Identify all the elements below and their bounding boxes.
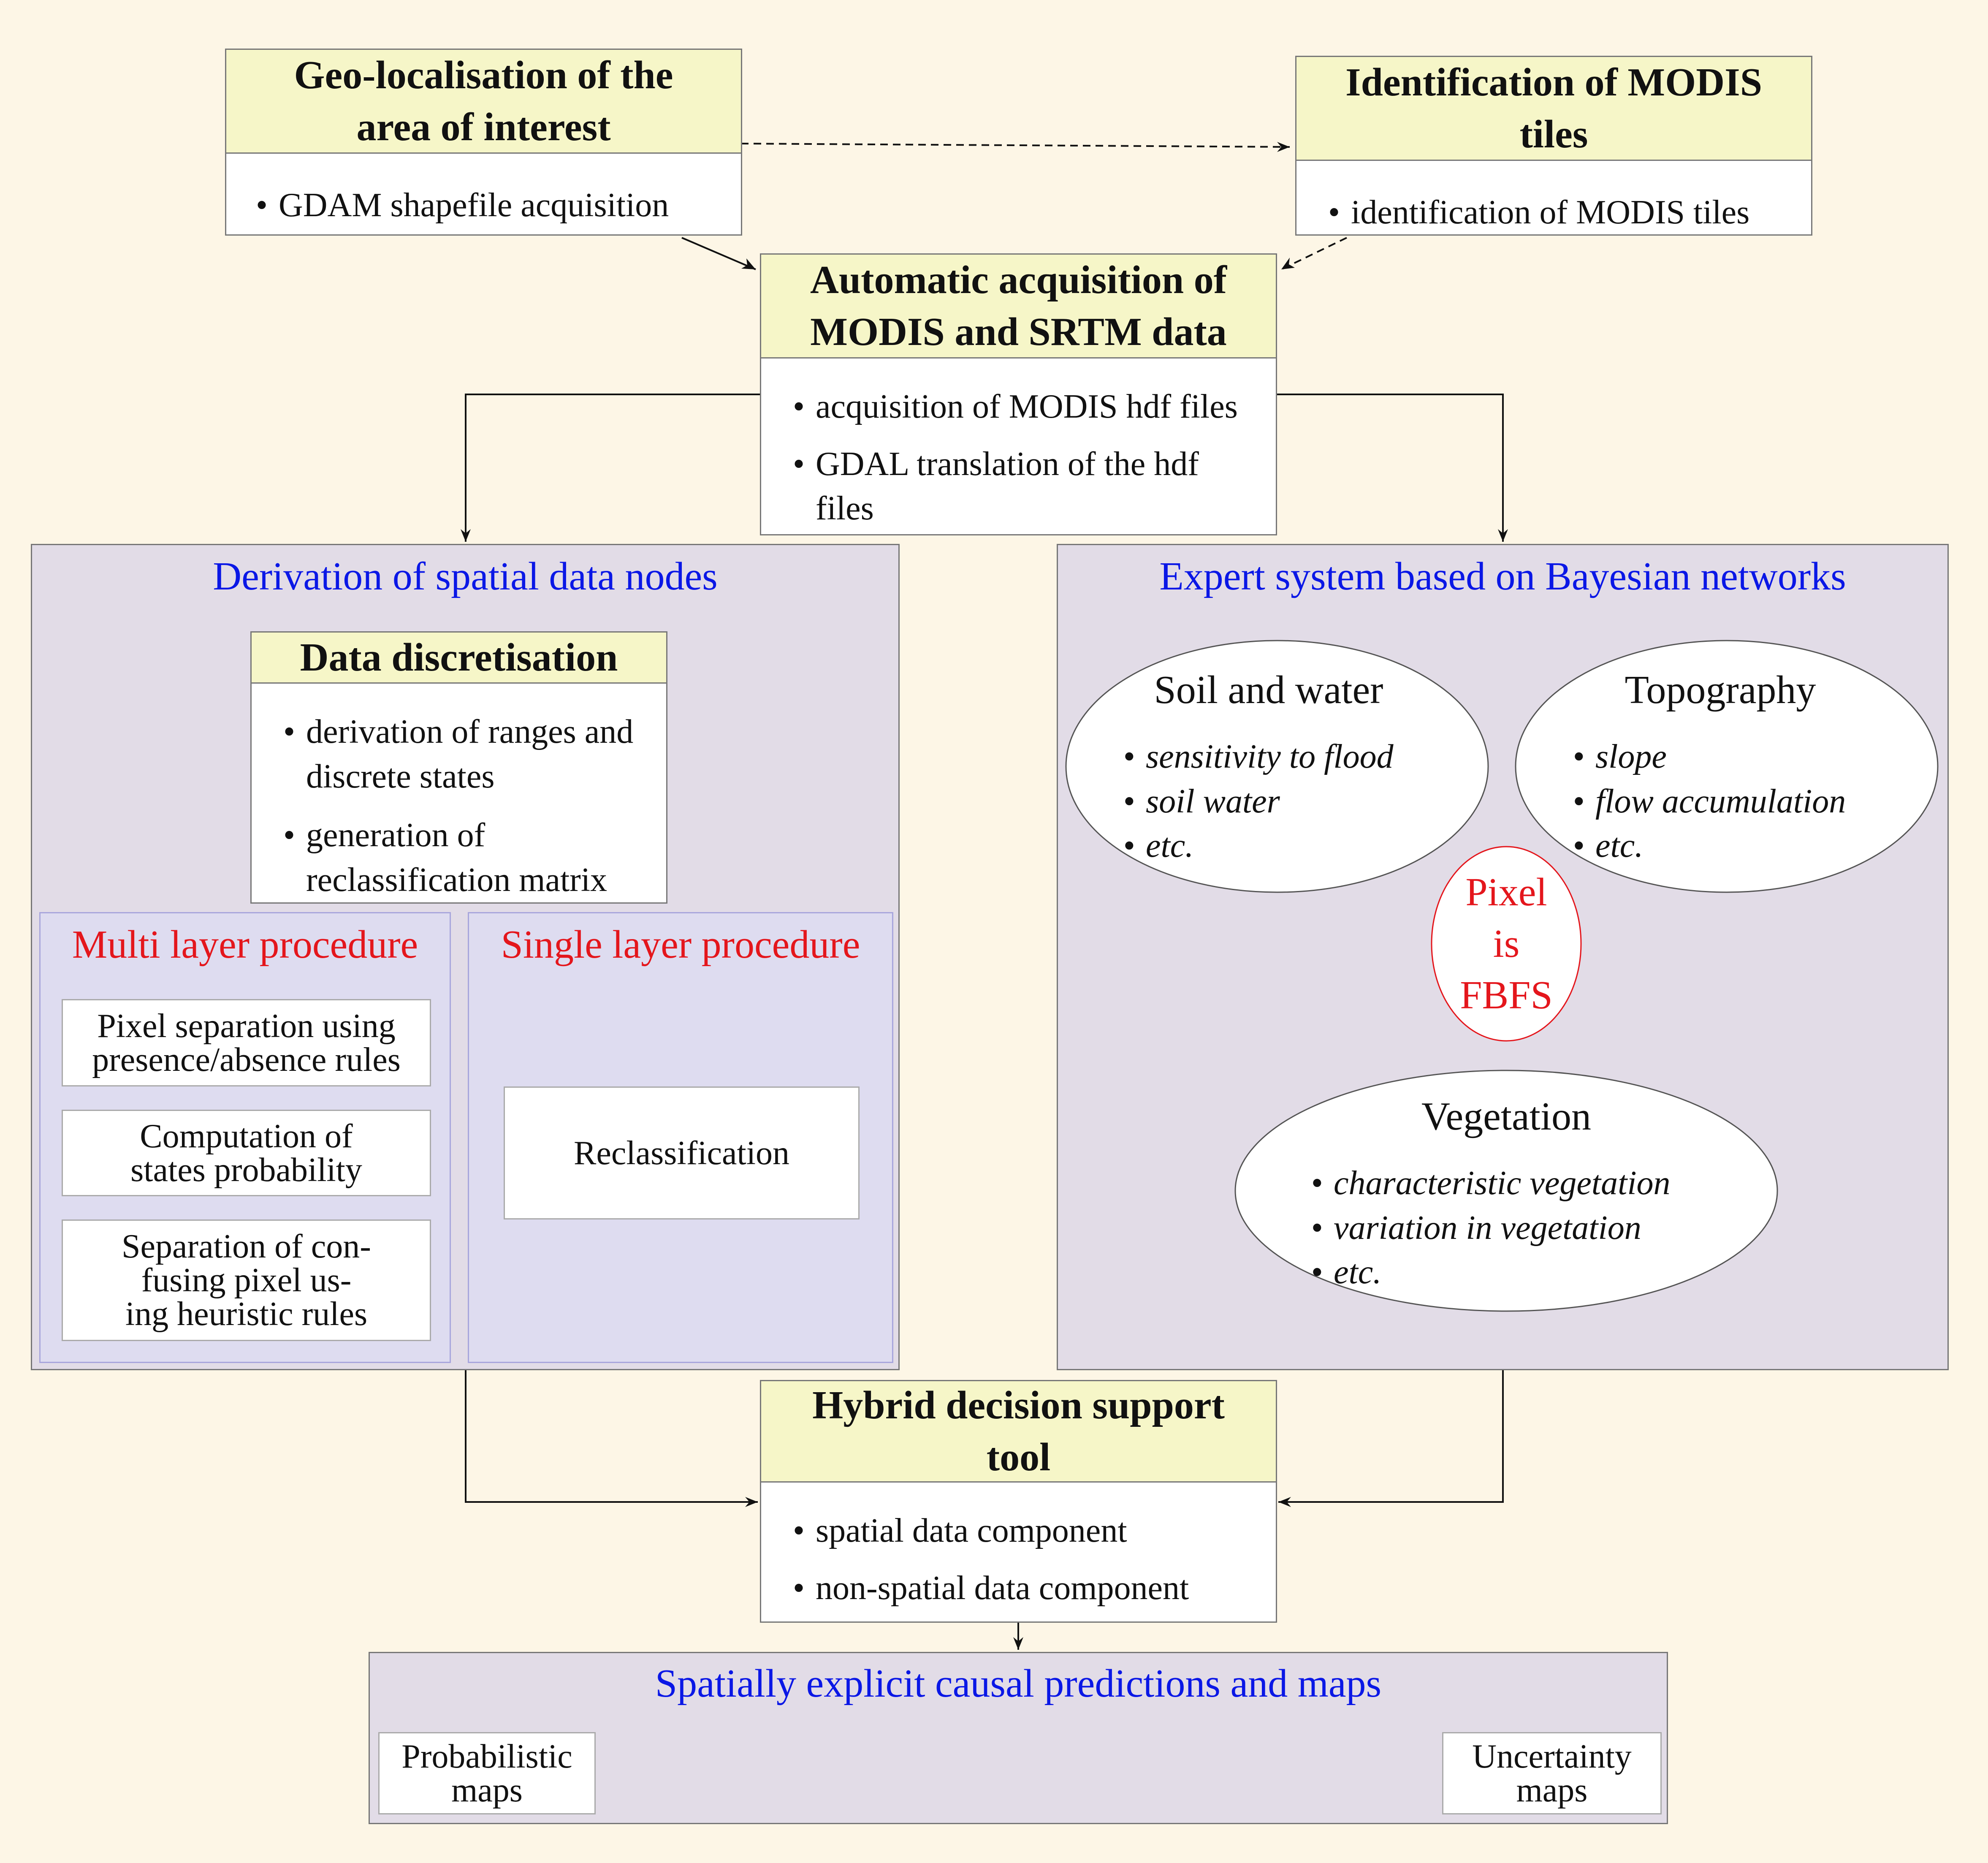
veg-item: characteristic vegetation (1311, 1161, 1733, 1206)
arrow-acquisition-to-expert (1276, 394, 1504, 542)
discretisation-item: derivation of ranges and discrete states (283, 710, 666, 799)
arrowhead (745, 1497, 758, 1507)
soil-item: etc. (1123, 824, 1418, 869)
arrowhead (461, 529, 471, 542)
multi-layer-title: Multi layer procedure (72, 923, 418, 967)
pixel-fbfs-label: Pixel is FBFS (1460, 870, 1553, 1018)
acquisition-item: acquisition of MODIS hdf files (793, 385, 1276, 429)
topography-title: Topography (1625, 668, 1816, 712)
derivation-title: Derivation of spatial data nodes (213, 554, 718, 598)
multi-layer-panel: Multi layer procedure Pixel separation u… (39, 912, 451, 1363)
arrow-expert-to-hybrid (1278, 1370, 1504, 1503)
probabilistic-maps-box: Probabilistic maps (378, 1732, 596, 1814)
modis-tiles-item: identification of MODIS tiles (1328, 190, 1811, 235)
arrow-geo-to-acquisition (681, 237, 756, 270)
topography-list: slope flow accumulation etc. (1573, 735, 1868, 869)
discretisation-item: generation of reclassification matrix (283, 813, 666, 902)
expert-system-title: Expert system based on Bayesian networks (1159, 554, 1846, 598)
geo-item: GDAM shapefile acquisition (256, 183, 741, 228)
multi-step-3: Separation of con- fusing pixel us- ing … (62, 1219, 431, 1341)
vegetation-title: Vegetation (1421, 1094, 1591, 1138)
hybrid-item: non-spatial data component (793, 1566, 1276, 1611)
arrowhead (1281, 258, 1295, 269)
discretisation-title: Data discretisation (252, 633, 666, 684)
topo-item: slope (1573, 735, 1868, 779)
arrowhead (1498, 529, 1508, 542)
soil-item: sensitivity to flood (1123, 735, 1418, 779)
vegetation-list: characteristic vegetation variation in v… (1311, 1161, 1733, 1295)
arrowhead (1278, 1497, 1291, 1507)
multi-step-1: Pixel separation using presence/absence … (62, 999, 431, 1086)
acquisition-item: GDAL translation of the hdf files (793, 442, 1276, 531)
predictions-title: Spatially explicit causal predictions an… (655, 1662, 1382, 1705)
topo-item: etc. (1573, 824, 1868, 869)
discretisation-box: Data discretisation derivation of ranges… (250, 631, 667, 904)
veg-item: variation in vegetation (1311, 1206, 1733, 1251)
arrow-acquisition-to-derivation (465, 394, 760, 542)
hybrid-item: spatial data component (793, 1509, 1276, 1553)
arrowhead (741, 258, 756, 269)
reclassification-box: Reclassification (504, 1086, 860, 1219)
single-layer-title: Single layer procedure (501, 923, 860, 967)
soil-water-list: sensitivity to flood soil water etc. (1123, 735, 1418, 869)
single-layer-panel: Single layer procedure Reclassification (468, 912, 893, 1363)
multi-step-2: Computation of states probability (62, 1110, 431, 1196)
predictions-panel: Spatially explicit causal predictions an… (369, 1652, 1668, 1824)
arrow-geo-to-tiles (740, 143, 1290, 148)
arrowhead (1277, 142, 1290, 152)
arrowhead (1013, 1637, 1023, 1650)
arrow-derivation-to-hybrid (465, 1370, 758, 1503)
uncertainty-maps-box: Uncertainty maps (1442, 1732, 1662, 1814)
soil-water-title: Soil and water (1154, 668, 1383, 712)
pixel-fbfs-node (1431, 846, 1582, 1042)
topo-item: flow accumulation (1573, 779, 1868, 824)
veg-item: etc. (1311, 1250, 1733, 1295)
soil-item: soil water (1123, 779, 1418, 824)
